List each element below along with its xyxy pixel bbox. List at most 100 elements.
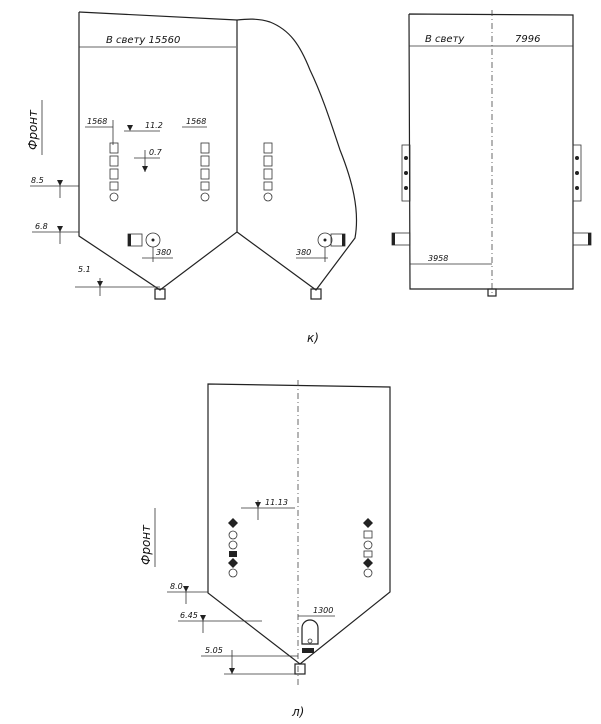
front-label-bottom: Фронт [139, 524, 153, 565]
single-hopper-outline [207, 383, 391, 665]
level-arrow [200, 615, 206, 621]
bracket-right [572, 144, 582, 202]
outlet-value: 1300 [313, 606, 333, 615]
opening-diamond [363, 558, 373, 568]
outlet-right: 380 [296, 232, 346, 262]
bottom-nozzle [294, 663, 306, 675]
caption-l: л) [291, 705, 304, 719]
bottom-nozzle-left [154, 288, 166, 300]
opening-rect [363, 550, 373, 558]
plan-span-label: В свету [425, 34, 465, 45]
plan-bottom-nozzle [487, 288, 497, 297]
opening-circle [200, 192, 210, 202]
opening-column-l1 [228, 518, 238, 578]
level-5-05: 5.05 [201, 646, 298, 675]
opening-diamond [228, 558, 238, 568]
opening-circle [228, 540, 238, 550]
outlet-bottom: 1300 [294, 606, 335, 675]
opening-circle [363, 540, 373, 550]
level-value: 5.1 [78, 265, 91, 274]
plan-span-value: 7996 [515, 34, 540, 45]
level-arrow [97, 281, 103, 287]
outlet-left: 380 [127, 232, 173, 262]
opening-circle [228, 568, 238, 578]
bottom-nozzle-right [310, 288, 322, 300]
bracket-bolt [404, 171, 408, 175]
h-offset-arrow [127, 125, 133, 131]
level-value: 6.8 [35, 222, 48, 231]
opening-rect [263, 155, 273, 167]
bracket-bolt [575, 171, 579, 175]
opening-rect [200, 168, 210, 180]
level-6-8: 6.8 [32, 222, 79, 244]
left-hopper-outline [78, 12, 238, 291]
bracket-bolt [404, 156, 408, 160]
spacing-left-value: 1568 [87, 117, 107, 126]
bracket-bolt [575, 186, 579, 190]
opening-rect [229, 551, 237, 557]
outlet-flange [128, 234, 131, 246]
top-edge [78, 11, 238, 21]
opening-rect [200, 155, 210, 167]
level-arrow [183, 586, 189, 592]
opening-circle [228, 530, 238, 540]
plan-outline [408, 13, 574, 290]
bracket-bolt [575, 156, 579, 160]
opening-rect [109, 155, 119, 167]
opening-rect [200, 181, 210, 191]
outlet-center [151, 238, 155, 242]
pipe-stub-flange [588, 233, 591, 245]
plan-bottom-value: 3958 [428, 254, 448, 263]
bracket-left [401, 144, 411, 202]
opening-rect [263, 168, 273, 180]
level-8-0: 8.0 [167, 582, 208, 604]
level-value: 6.45 [180, 611, 198, 620]
opening-column-1 [109, 142, 119, 202]
opening-rect [109, 181, 119, 191]
outlet-value: 380 [296, 248, 311, 257]
right-hopper-outline [236, 18, 358, 291]
opening-rect [263, 142, 273, 154]
opening-circle [109, 192, 119, 202]
caption-k: к) [307, 331, 319, 345]
opening-circle [263, 192, 273, 202]
pipe-stub-flange [392, 233, 395, 245]
h-offset-value: 11.13 [265, 498, 288, 507]
front-label-top: Фронт [26, 109, 40, 150]
outlet-body [301, 619, 319, 645]
spacing-right-value: 1568 [186, 117, 206, 126]
outlet-center [307, 638, 313, 644]
outlet-value: 380 [156, 248, 171, 257]
h-offset-value: 11.2 [145, 121, 163, 130]
opening-column-3 [263, 142, 273, 202]
outlet-flange [342, 234, 345, 246]
level-arrow [229, 668, 235, 674]
opening-circle [363, 568, 373, 578]
level-5-1: 5.1 [75, 265, 160, 296]
opening-rect [109, 142, 119, 154]
level-arrow [57, 180, 63, 186]
level-value: 5.05 [205, 646, 223, 655]
v-offset-arrow [142, 166, 148, 172]
opening-rect [200, 142, 210, 154]
level-value: 8.5 [31, 176, 44, 185]
outlet-flange [302, 648, 314, 653]
v-offset-value: 0.7 [149, 148, 163, 157]
outlet-center [323, 238, 327, 242]
opening-rect [263, 181, 273, 191]
opening-rect [363, 530, 373, 539]
level-value: 8.0 [170, 582, 183, 591]
plan-view-k: В свету 7996 3958 [391, 10, 592, 297]
level-arrow [57, 226, 63, 232]
opening-column-l2 [363, 518, 373, 578]
opening-rect [109, 168, 119, 180]
bracket-bolt [404, 186, 408, 190]
opening-diamond [363, 518, 373, 528]
level-6-45: 6.45 [178, 611, 262, 633]
span-label: В свету 15560 [106, 35, 180, 46]
level-8-5: 8.5 [30, 176, 79, 198]
opening-column-2 [200, 142, 210, 202]
opening-diamond [228, 518, 238, 528]
h-offset-arrow [255, 502, 261, 508]
